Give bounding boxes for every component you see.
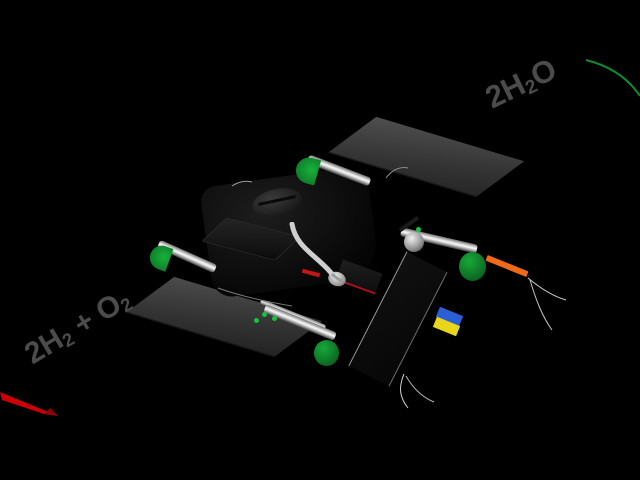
label-reactants: 2H2 + O2 [19,282,137,371]
led-indicator [254,318,259,323]
green-cap-left [146,242,174,272]
green-cap-right [459,252,486,281]
led-indicator [416,227,421,232]
green-arc [585,59,640,97]
white-cable [289,222,344,284]
motor-hub [404,232,424,252]
green-cap-bottom [314,340,339,366]
red-arrow [0,392,58,416]
label-products: 2H2O [480,51,563,117]
orange-stripe [485,254,529,278]
label-products-text: 2H [479,66,531,116]
led-indicator [272,316,277,321]
led-indicator [262,312,267,317]
